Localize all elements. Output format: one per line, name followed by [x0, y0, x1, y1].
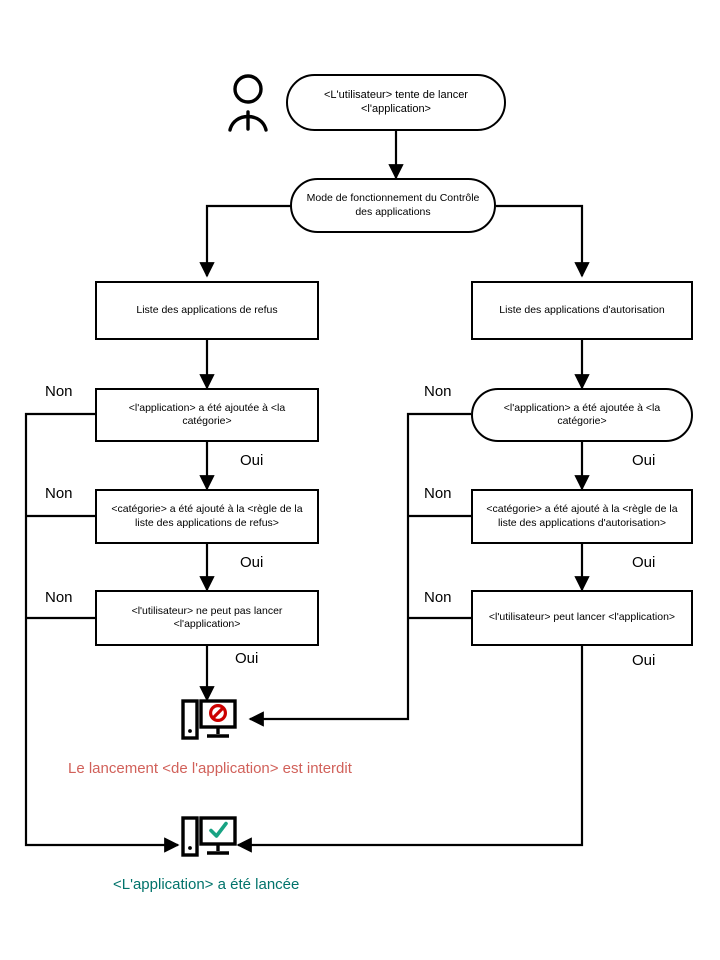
- node-allow-category-rule[interactable]: <catégorie> a été ajouté à la <règle de …: [471, 489, 693, 544]
- edge-label-left-q3-no: Non: [45, 589, 73, 606]
- edge-label-right-q2-yes: Oui: [632, 554, 656, 571]
- node-start[interactable]: <L'utilisateur> tente de lancer <l'appli…: [286, 74, 506, 131]
- edge-left-q1-no: [24, 412, 180, 853]
- node-deny-user-cannot-launch[interactable]: <l'utilisateur> ne peut pas lancer <l'ap…: [95, 590, 319, 646]
- edge-mode-to-deny-list: [199, 204, 296, 278]
- node-deny-category-rule[interactable]: <catégorie> a été ajouté à la <règle de …: [95, 489, 319, 544]
- edge-label-left-q2-no: Non: [45, 485, 73, 502]
- edge-label-right-q3-yes: Oui: [632, 652, 656, 669]
- node-deny-app-in-category[interactable]: <l'application> a été ajoutée à <la caté…: [95, 388, 319, 442]
- computer-allowed-icon: [181, 815, 237, 859]
- edge-label-right-q1-yes: Oui: [632, 452, 656, 469]
- allowed-caption: <L'application> a été lancée: [113, 876, 300, 893]
- node-deny-list[interactable]: Liste des applications de refus: [95, 281, 319, 340]
- edge-mode-to-allow-list: [496, 204, 590, 278]
- edge-right-q1-no: [248, 412, 471, 727]
- edge-label-right-q1-no: Non: [424, 383, 452, 400]
- edge-label-left-q3-yes: Oui: [235, 650, 259, 667]
- node-allow-list[interactable]: Liste des applications d'autorisation: [471, 281, 693, 340]
- utilisateur-actor-icon: [222, 72, 274, 134]
- node-mode[interactable]: Mode de fonctionnement du Contrôle des a…: [290, 178, 496, 233]
- denied-caption: Le lancement <de l'application> est inte…: [68, 760, 352, 777]
- edge-label-right-q2-no: Non: [424, 485, 452, 502]
- node-allow-app-in-category[interactable]: <l'application> a été ajoutée à <la caté…: [471, 388, 693, 442]
- edge-label-left-q2-yes: Oui: [240, 554, 264, 571]
- node-allow-user-can-launch[interactable]: <l'utilisateur> peut lancer <l'applicati…: [471, 590, 693, 646]
- edge-label-left-q1-no: Non: [45, 383, 73, 400]
- edge-right-q3-yes-to-allowed: [236, 646, 584, 853]
- computer-denied-icon: [181, 698, 237, 742]
- edge-label-right-q3-no: Non: [424, 589, 452, 606]
- edge-label-left-q1-yes: Oui: [240, 452, 264, 469]
